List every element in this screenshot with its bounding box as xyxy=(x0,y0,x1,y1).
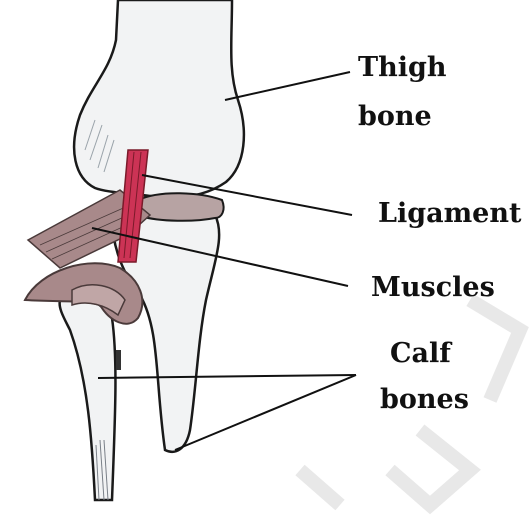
calf-leader-line-2 xyxy=(175,375,356,450)
fibula-bone xyxy=(60,296,116,500)
calf-bones-label-line1: Calf xyxy=(390,338,451,369)
thigh-bone-label-line2: bone xyxy=(358,101,432,132)
thigh-bone-label-line1: Thigh xyxy=(358,52,447,83)
bone-gap-mark xyxy=(116,350,121,370)
calf-bones-label-line2: bones xyxy=(380,384,469,415)
ligament-label: Ligament xyxy=(378,198,521,229)
calf-leader-line-1 xyxy=(98,375,356,378)
thigh-leader-line xyxy=(225,72,350,100)
muscles-label: Muscles xyxy=(371,272,495,303)
thigh-bone xyxy=(74,0,244,197)
